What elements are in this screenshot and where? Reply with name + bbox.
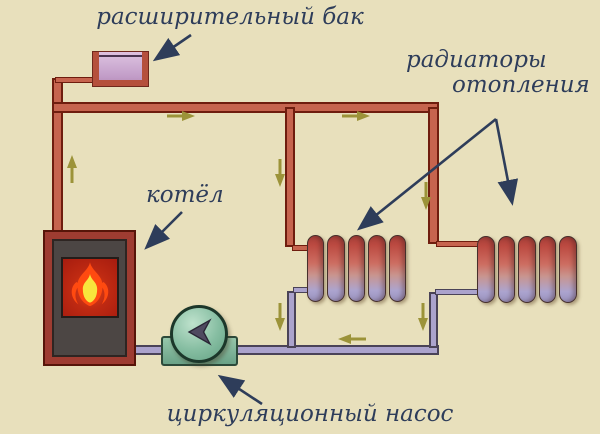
flow-arrow-right-top-right	[342, 110, 370, 122]
pointer-arrow-pump	[217, 374, 263, 406]
expansion-tank-pipe	[55, 77, 97, 83]
radiator-fin	[327, 235, 345, 302]
flame-icon	[64, 258, 116, 318]
radiator-1-supply-drop-pipe	[285, 107, 295, 247]
boiler-label: котёл	[146, 182, 224, 208]
flow-arrow-down-radiator-1-return	[274, 303, 286, 331]
pointer-arrow-expansion-tank	[152, 33, 192, 62]
radiator-2	[477, 236, 577, 303]
radiator-fin	[518, 236, 536, 303]
radiators-label-line1: радиаторы	[406, 47, 547, 73]
radiator-2-return-drop-pipe	[429, 292, 438, 348]
pointer-arrow-boiler	[144, 211, 183, 250]
circulation-pump	[170, 305, 228, 363]
flow-arrow-right-top-left	[167, 110, 195, 122]
radiator-fin	[538, 236, 557, 303]
radiator-fin	[477, 236, 495, 303]
radiator-fin	[559, 236, 577, 303]
radiator-2-supply-stub-pipe	[436, 241, 480, 247]
flow-arrow-left-return	[338, 333, 366, 345]
radiator-fin	[497, 236, 516, 303]
pointer-arrow-radiator-2	[494, 118, 519, 206]
radiator-fin	[368, 235, 386, 302]
expansion-tank-label: расширительный бак	[96, 4, 364, 30]
expansion-tank	[93, 52, 148, 86]
radiator-fin	[388, 235, 407, 302]
radiator-2-return-stub-pipe	[435, 289, 479, 295]
expansion-tank-liquid	[99, 55, 142, 78]
circulation-pump-label: циркуляционный насос	[166, 401, 454, 427]
flow-arrow-down-radiator-1-supply	[274, 159, 286, 187]
radiator-fin	[347, 235, 366, 302]
flow-arrow-down-radiator-2-supply	[420, 182, 432, 210]
radiator-1	[307, 235, 407, 302]
pump-rotor-arrow-icon	[179, 312, 219, 356]
radiator-fin	[307, 235, 325, 302]
flow-arrow-down-radiator-2-return	[417, 303, 429, 331]
radiator-1-return-drop-pipe	[287, 291, 296, 348]
radiator-2-supply-drop-pipe	[428, 107, 439, 244]
radiators-label-line2: отопления	[452, 72, 590, 98]
supply-top-pipe	[52, 102, 439, 113]
boiler	[45, 232, 134, 364]
boiler-firebox	[61, 257, 119, 318]
flow-arrow-up-riser	[66, 155, 78, 183]
